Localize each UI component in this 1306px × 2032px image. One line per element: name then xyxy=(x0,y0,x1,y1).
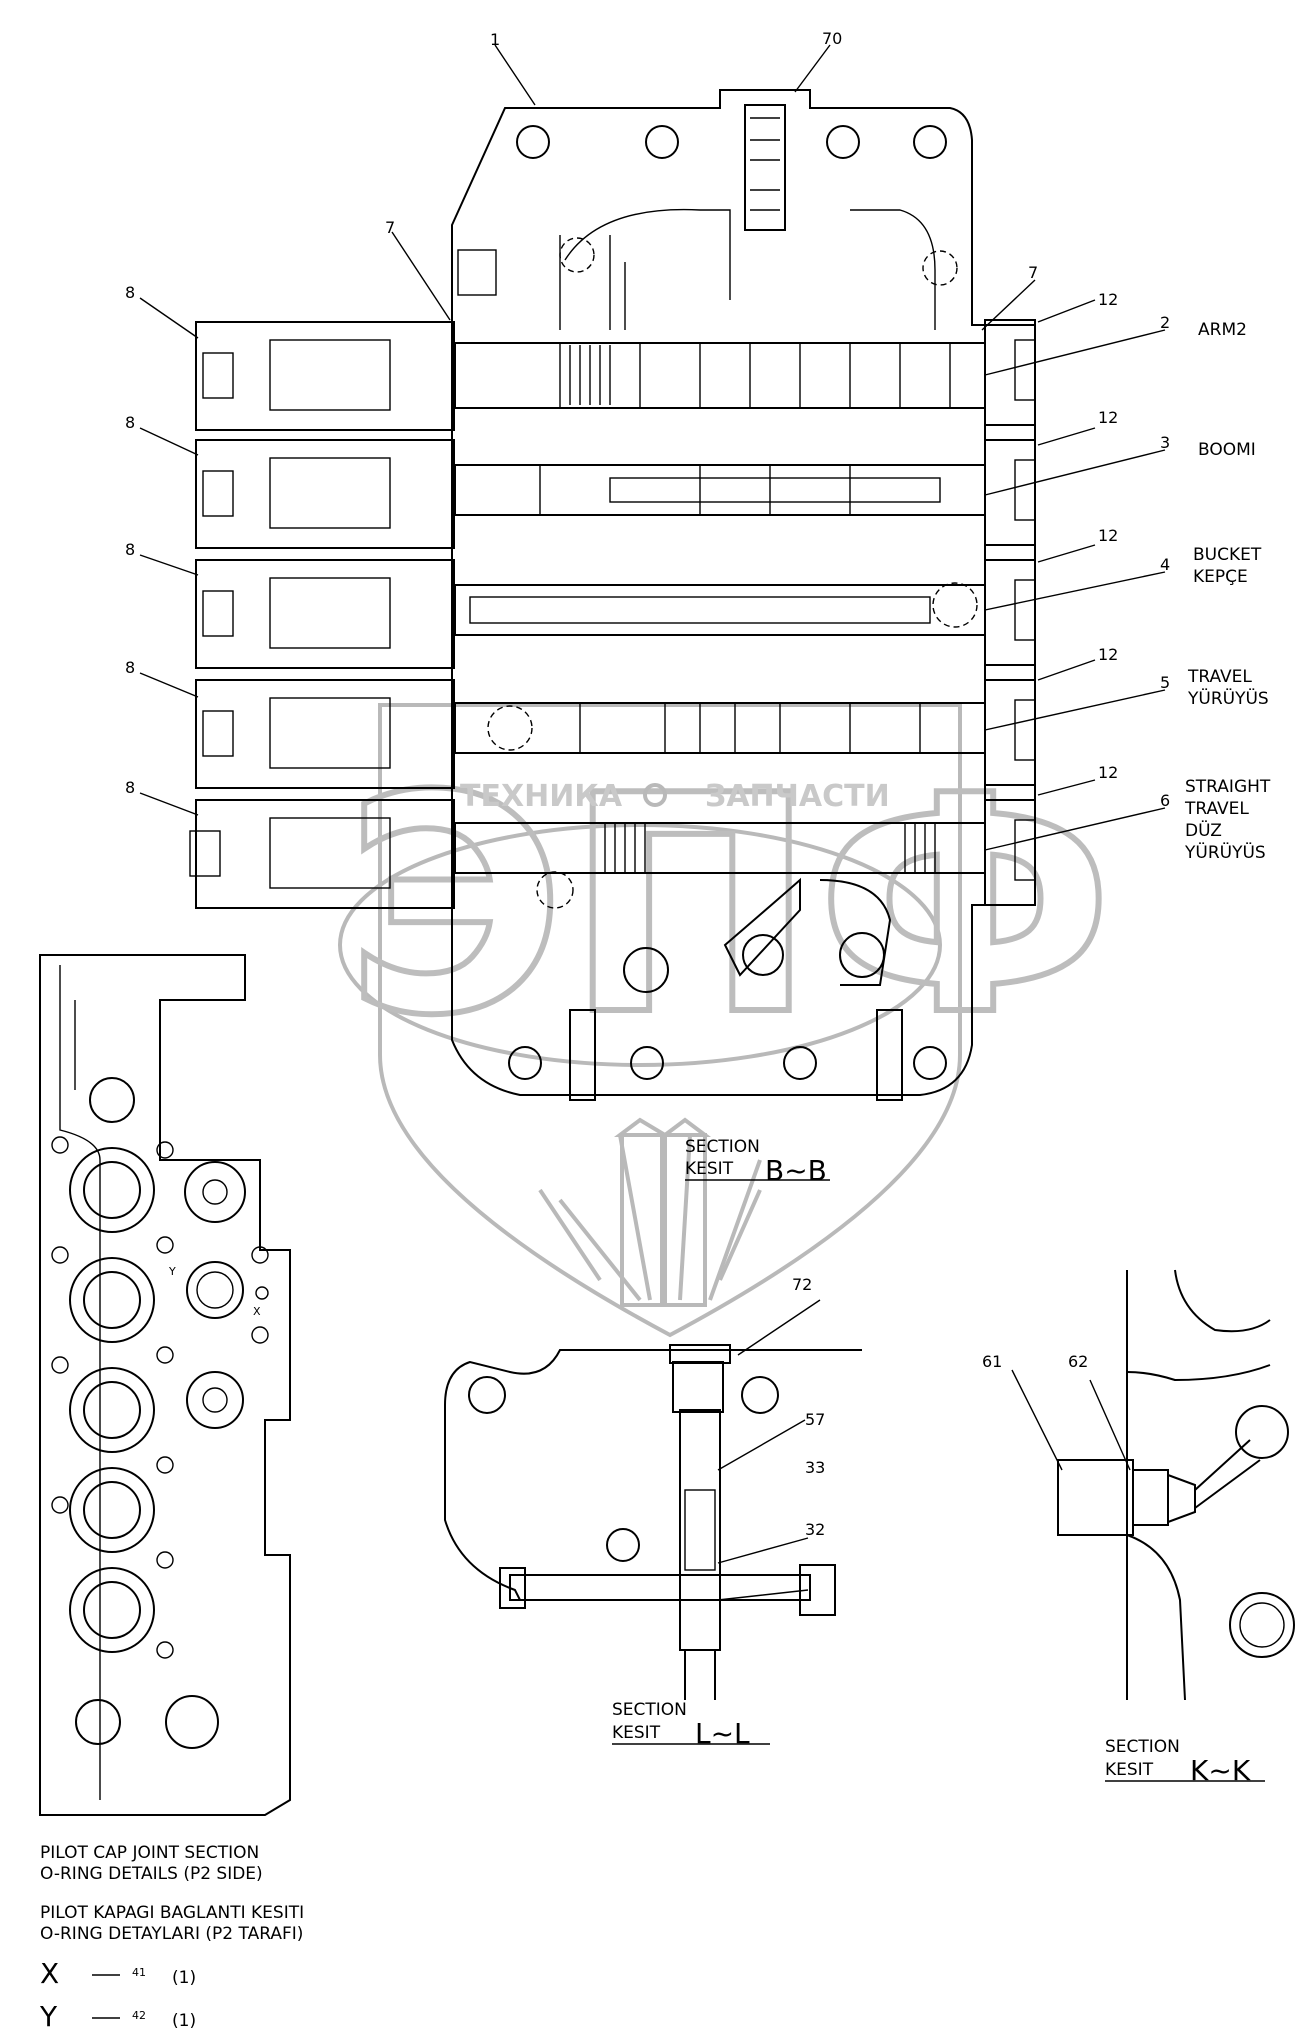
pilot-note-line2: O-RING DETAILS (P2 SIDE) xyxy=(40,1864,263,1884)
spool-bucket xyxy=(454,582,986,636)
pilot-cap-detail: Y X xyxy=(39,954,291,1816)
callout-62: 62 xyxy=(1068,1352,1088,1371)
section-ll-view: 72 57 33 32 SECTION KESIT L~L xyxy=(444,1275,862,1750)
legend-y-qty: (1) xyxy=(172,2011,196,2031)
spool-boom xyxy=(454,464,986,516)
legend-x-qty: (1) xyxy=(172,1968,196,1988)
label-travel-en: TRAVEL xyxy=(1187,667,1252,687)
label-straight-4: YÜRÜYÜS xyxy=(1184,841,1266,863)
callout-8-a: 8 xyxy=(125,283,135,302)
callout-7-right: 7 xyxy=(1028,263,1038,282)
callout-70: 70 xyxy=(822,29,842,48)
legend-y-letter: Y xyxy=(39,2000,58,2032)
legend-x-letter: X xyxy=(40,1957,59,1990)
callout-7-left: 7 xyxy=(385,218,395,237)
callout-3: 3 xyxy=(1160,433,1170,452)
callout-12-b: 12 xyxy=(1098,408,1118,427)
main-valve-body xyxy=(451,89,1036,1101)
callout-61: 61 xyxy=(982,1352,1002,1371)
legend-y-part: 42 xyxy=(132,2009,146,2022)
spool-arm2 xyxy=(454,342,986,409)
callout-2: 2 xyxy=(1160,313,1170,332)
callout-12-e: 12 xyxy=(1098,763,1118,782)
section-kk-id: K~K xyxy=(1190,1754,1251,1787)
label-travel-tr: YÜRÜYÜS xyxy=(1187,687,1269,709)
watermark-left-word: ТЕХНИКА xyxy=(460,779,623,814)
leader-lines xyxy=(139,44,1166,851)
port-mark-y: Y xyxy=(168,1265,176,1278)
section-ll-id: L~L xyxy=(695,1717,750,1750)
watermark-right-word: ЗАПЧАСТИ xyxy=(705,779,890,814)
pilot-note-line1: PILOT CAP JOINT SECTION xyxy=(40,1843,259,1863)
legend-x-part: 41 xyxy=(132,1966,146,1979)
callout-8-e: 8 xyxy=(125,778,135,797)
label-arm2: ARM2 xyxy=(1198,320,1247,340)
callout-32: 32 xyxy=(805,1520,825,1539)
spool-labels: ARM2 BOOMI BUCKET KEPÇE TRAVEL YÜRÜYÜS S… xyxy=(1184,320,1271,863)
callout-33: 33 xyxy=(805,1458,825,1477)
section-bb-tr: KESIT xyxy=(685,1159,734,1179)
watermark-logo-letters: ЭПФ xyxy=(345,732,1114,1081)
pilot-note-line4: O-RING DETAYLARI (P2 TARAFI) xyxy=(40,1924,303,1944)
pilot-note-line3: PILOT KAPAGI BAGLANTI KESITI xyxy=(40,1903,304,1923)
label-straight-3: DÜZ xyxy=(1185,819,1222,841)
label-straight-2: TRAVEL xyxy=(1184,799,1249,819)
section-ll-tr: KESIT xyxy=(612,1723,661,1743)
callout-8-c: 8 xyxy=(125,540,135,559)
label-bucket-en: BUCKET xyxy=(1193,545,1262,565)
label-straight-1: STRAIGHT xyxy=(1185,777,1271,797)
wheat-icon xyxy=(538,1117,762,1307)
section-kk-en: SECTION xyxy=(1105,1737,1180,1757)
callout-12-d: 12 xyxy=(1098,645,1118,664)
callout-8-d: 8 xyxy=(125,658,135,677)
callout-5: 5 xyxy=(1160,673,1170,692)
spools xyxy=(451,320,986,905)
pilot-notes: PILOT CAP JOINT SECTION O-RING DETAILS (… xyxy=(40,1843,304,1944)
gear-icon xyxy=(643,783,667,807)
callout-12-a: 12 xyxy=(1098,290,1118,309)
callout-1: 1 xyxy=(490,30,500,49)
callout-72: 72 xyxy=(792,1275,812,1294)
callout-12-c: 12 xyxy=(1098,526,1118,545)
section-kk-view: 61 62 SECTION KESIT K~K xyxy=(982,1269,1295,1787)
label-bucket-tr: KEPÇE xyxy=(1193,567,1248,587)
port-mark-x: X xyxy=(253,1305,261,1318)
legend: X 41 (1) Y 42 (1) xyxy=(39,1957,196,2032)
callout-57: 57 xyxy=(805,1410,825,1429)
section-bb-id: B~B xyxy=(765,1154,827,1187)
callout-6: 6 xyxy=(1160,791,1170,810)
section-kk-tr: KESIT xyxy=(1105,1760,1154,1780)
watermark: ЭПФ ТЕХНИКА ЗАПЧАСТИ xyxy=(338,703,1117,1338)
section-bb: SECTION KESIT B~B xyxy=(685,1137,830,1187)
callout-numbers: 1 70 7 7 8 8 8 8 8 12 12 12 12 12 2 3 4 … xyxy=(125,29,1170,810)
callout-4: 4 xyxy=(1160,555,1170,574)
callout-8-b: 8 xyxy=(125,413,135,432)
section-bb-en: SECTION xyxy=(685,1137,760,1157)
label-boom: BOOMI xyxy=(1198,440,1256,460)
section-ll-en: SECTION xyxy=(612,1700,687,1720)
